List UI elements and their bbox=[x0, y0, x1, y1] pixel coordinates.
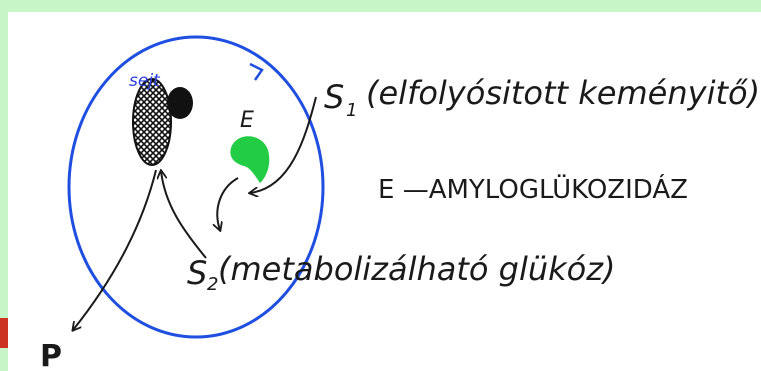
s1-arrow bbox=[250, 96, 317, 193]
cell-label: sejt bbox=[129, 71, 161, 91]
product-label: P bbox=[40, 339, 62, 371]
corner-marker bbox=[0, 318, 8, 348]
s2-symbol: S bbox=[187, 254, 207, 292]
s2-label: S 2 (metabolizálható glükóz) bbox=[187, 250, 616, 295]
s1-label: S 1 (elfolyósitott keményitő) bbox=[324, 74, 760, 121]
cell-icon bbox=[132, 78, 193, 166]
enzyme-name-line: E —AMYLOGLÜKOZIDÁZ bbox=[378, 173, 688, 205]
cell-to-product-arrow bbox=[73, 169, 157, 330]
enzyme-label: E bbox=[240, 108, 254, 133]
s1-description: (elfolyósitott keményitő) bbox=[366, 74, 760, 112]
s1-symbol: S bbox=[324, 78, 344, 116]
medium-circle bbox=[67, 35, 325, 339]
enzyme-to-s2-arrow bbox=[217, 177, 239, 230]
s2-subscript: 2 bbox=[207, 274, 218, 295]
circle-direction-arrow bbox=[249, 62, 264, 81]
enzyme-icon bbox=[230, 136, 270, 183]
s2-description: (metabolizálható glükóz) bbox=[218, 250, 616, 288]
s2-to-cell-arrow bbox=[161, 171, 207, 259]
s1-subscript: 1 bbox=[346, 100, 357, 121]
page-background bbox=[8, 12, 761, 371]
